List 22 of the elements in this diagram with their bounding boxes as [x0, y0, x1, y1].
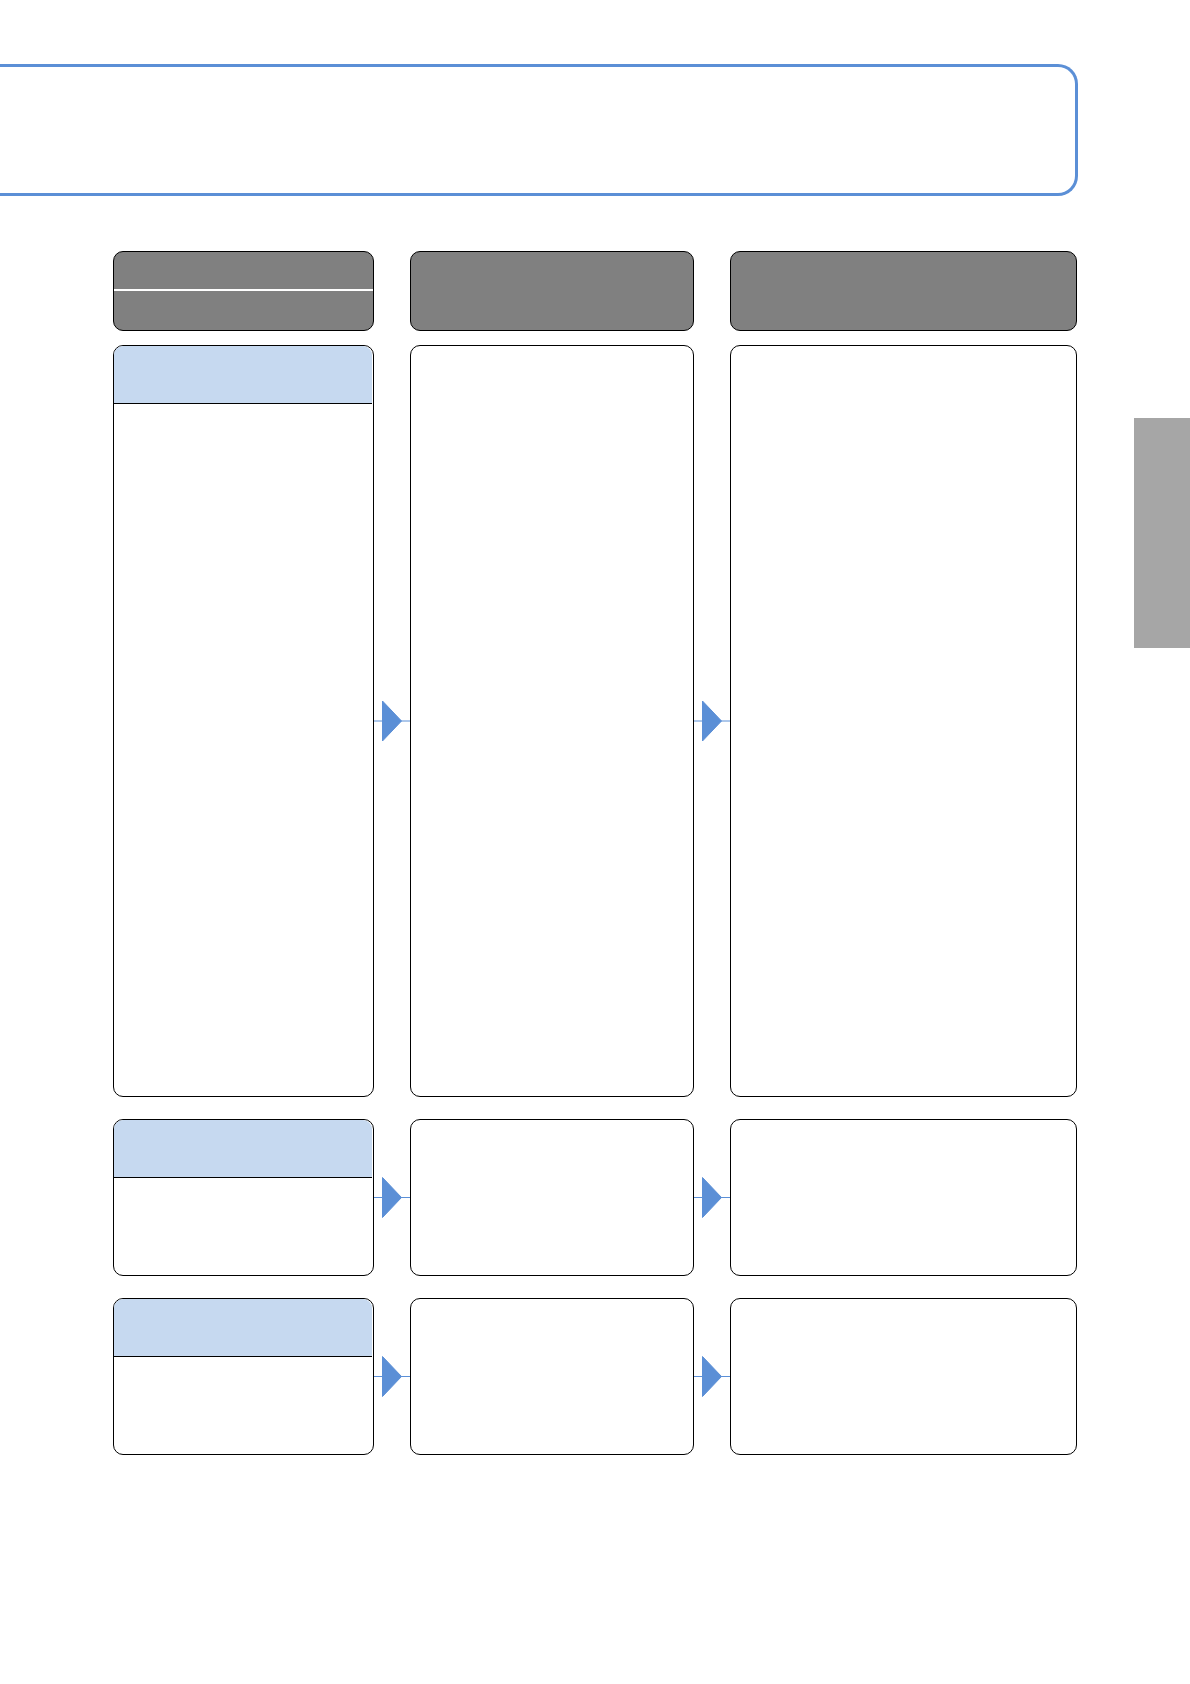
title-banner — [0, 64, 1078, 196]
card-header-band — [114, 1120, 372, 1178]
card-header-band — [114, 346, 372, 404]
chevron-arrow — [373, 1177, 411, 1218]
card-header-band — [114, 1299, 372, 1357]
content-card — [730, 1298, 1077, 1455]
content-card — [113, 345, 374, 1097]
content-card — [730, 1119, 1077, 1276]
content-card — [113, 1119, 374, 1276]
column-header — [113, 251, 374, 331]
content-card — [410, 1119, 694, 1276]
chevron-arrow — [693, 700, 731, 742]
chevron-arrow — [373, 700, 411, 742]
content-card — [113, 1298, 374, 1455]
chevron-arrow — [693, 1177, 731, 1218]
chevron-arrow — [693, 1356, 731, 1397]
content-card — [410, 345, 694, 1097]
column-header — [410, 251, 694, 331]
column-header — [730, 251, 1077, 331]
content-card — [730, 345, 1077, 1097]
content-card — [410, 1298, 694, 1455]
chevron-arrow — [373, 1356, 411, 1397]
